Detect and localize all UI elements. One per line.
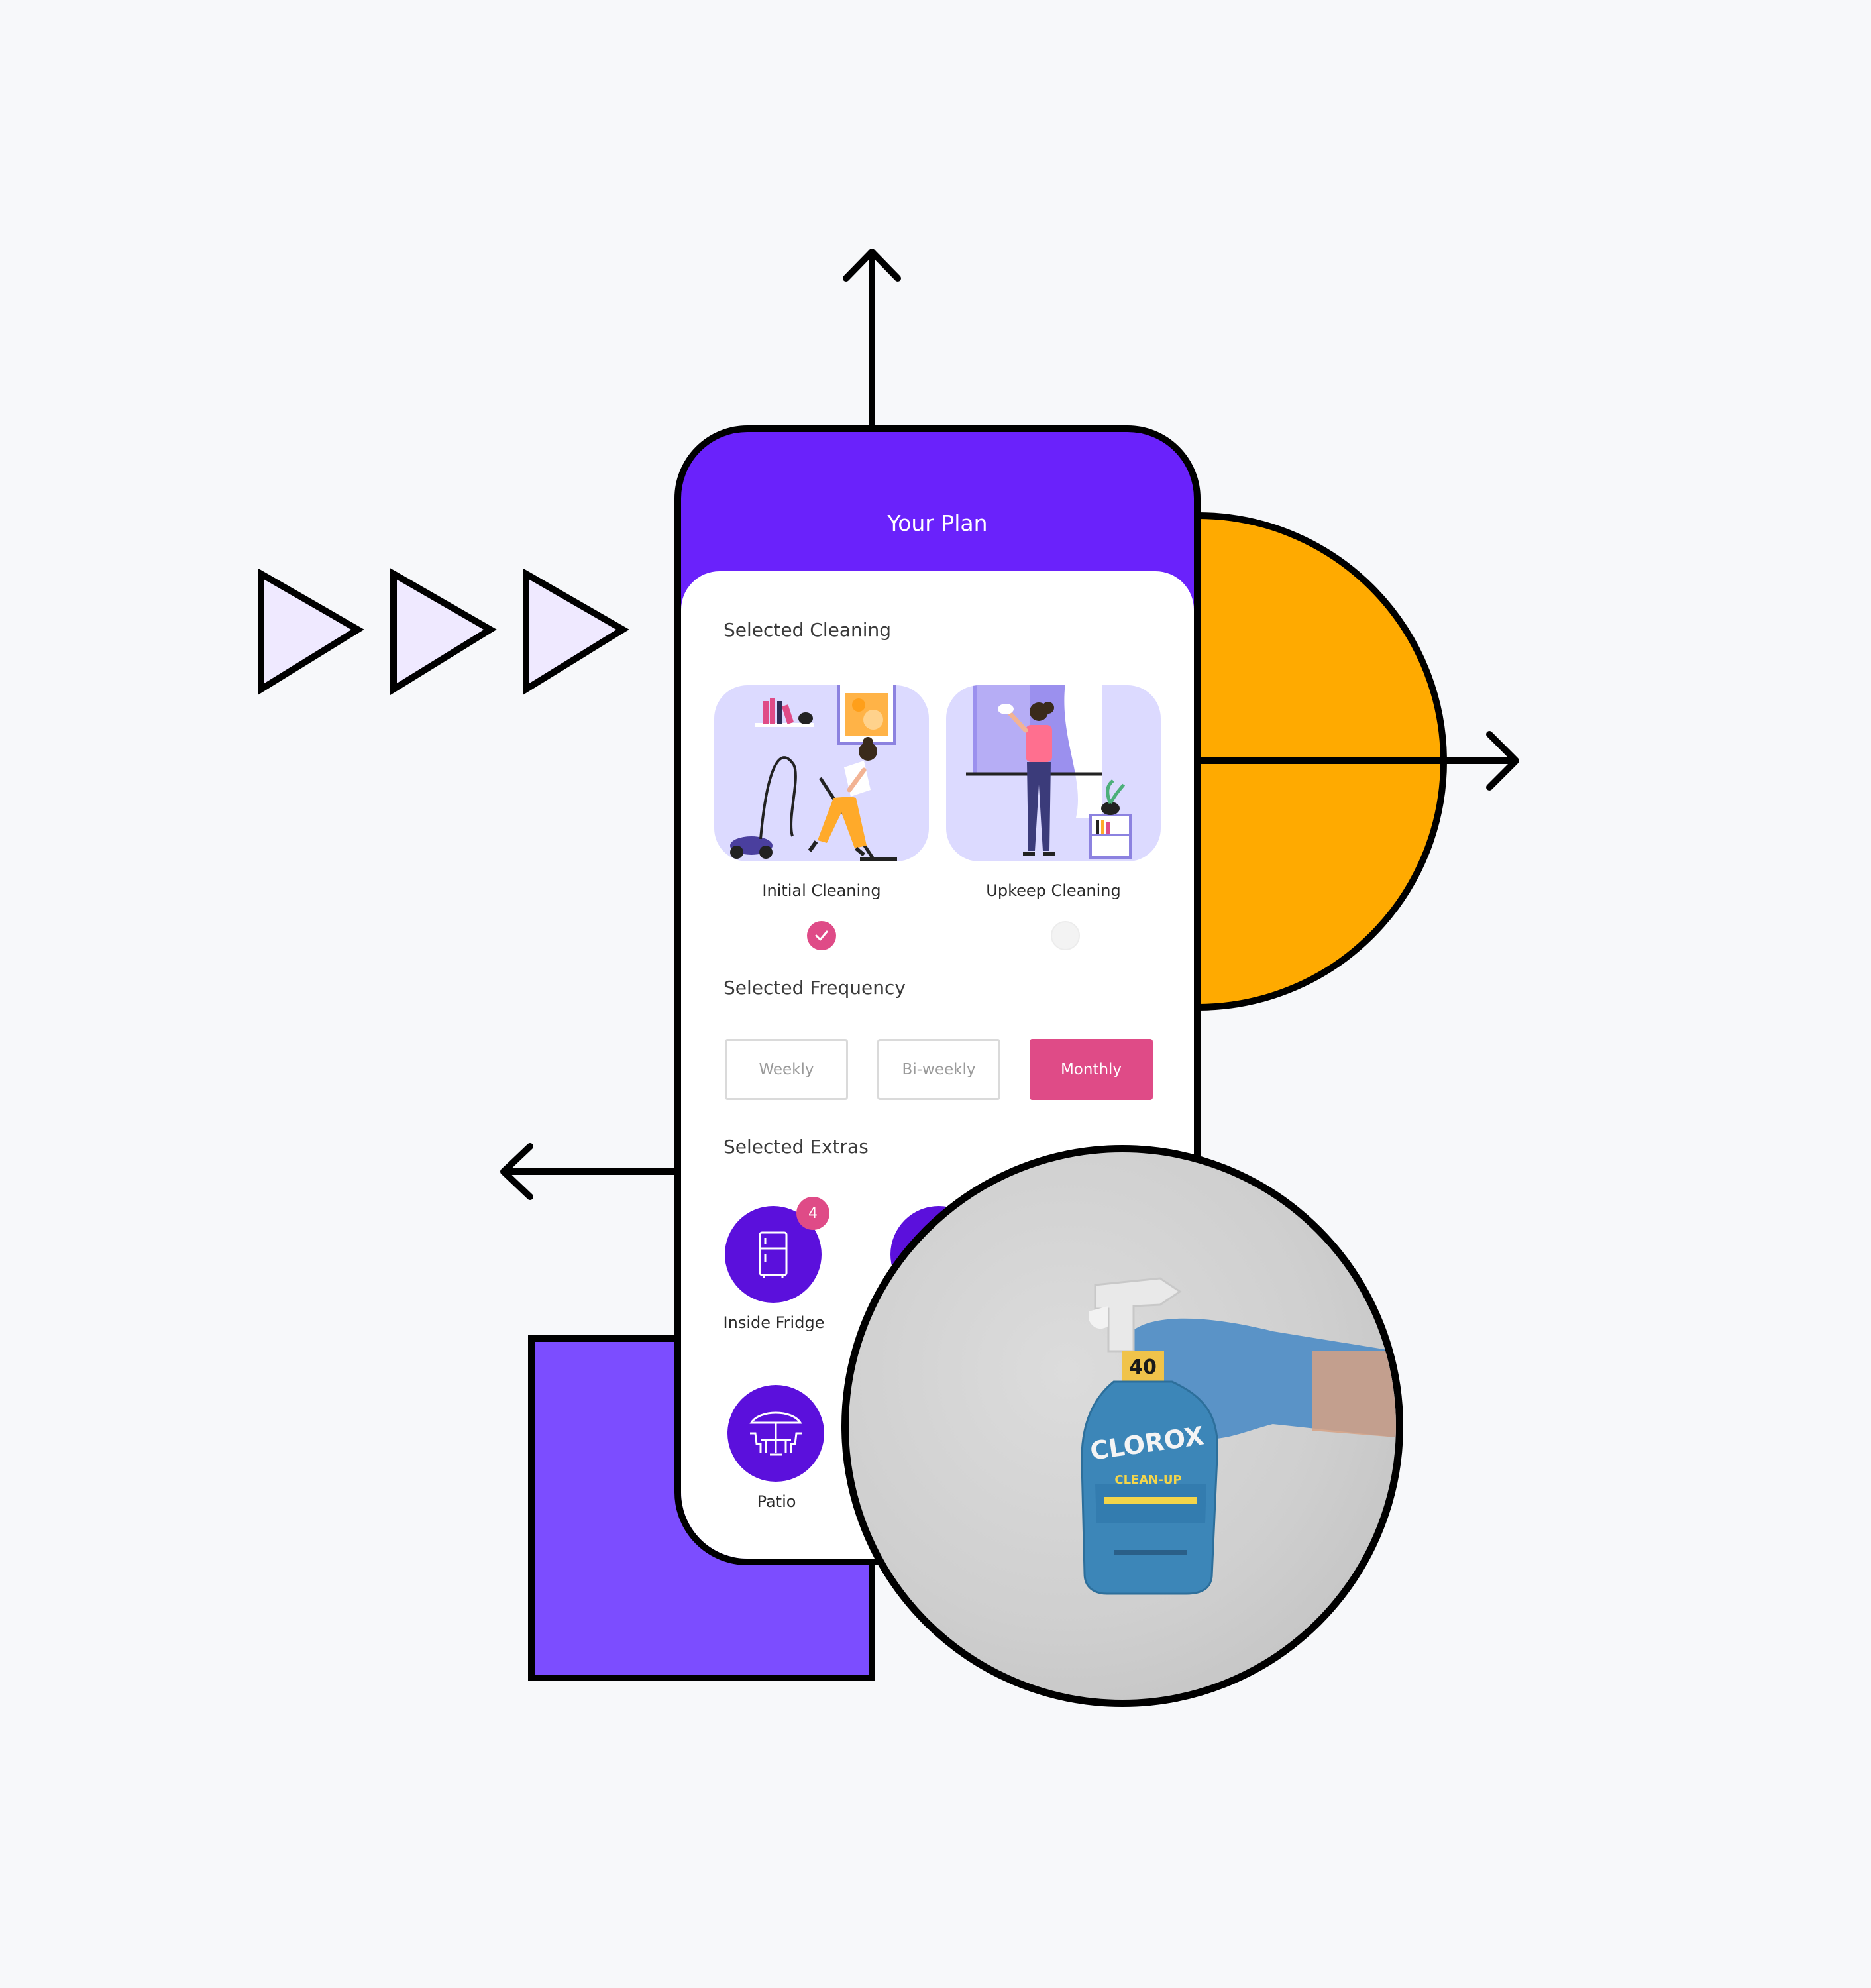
patio-icon — [749, 1411, 802, 1456]
frequency-biweekly-button[interactable]: Bi-weekly — [877, 1039, 1000, 1100]
upkeep-cleaning-card[interactable] — [946, 685, 1161, 861]
vacuum-illustration — [730, 685, 897, 861]
selected-cleaning-heading: Selected Cleaning — [723, 619, 892, 641]
patio-label: Patio — [757, 1492, 796, 1511]
extra-patio-button[interactable] — [727, 1385, 824, 1482]
fridge-icon — [759, 1231, 788, 1278]
cleaning-spray-photo: 40 CLOROX CLEAN-UP — [841, 1145, 1403, 1707]
spray-bottle-image: 40 CLOROX CLEAN-UP — [1081, 1277, 1396, 1595]
frequency-monthly-button[interactable]: Monthly — [1030, 1039, 1153, 1100]
orange-half-circle — [1195, 512, 1515, 1011]
initial-cleaning-card[interactable] — [714, 685, 929, 861]
bottle-product-text: CLEAN-UP — [1114, 1473, 1181, 1487]
triangle-play-icons — [258, 568, 629, 695]
plan-content: Selected Cleaning — [681, 571, 1194, 1559]
selected-frequency-heading: Selected Frequency — [723, 977, 906, 999]
bottle-badge-number: 40 — [1129, 1356, 1157, 1379]
window-cleaning-illustration — [966, 685, 1132, 859]
fridge-count-badge: 4 — [796, 1197, 829, 1230]
page-title: Your Plan — [887, 510, 988, 536]
initial-cleaning-label: Initial Cleaning — [762, 881, 881, 900]
upkeep-cleaning-radio[interactable] — [1051, 921, 1080, 950]
inside-fridge-label: Inside Fridge — [723, 1313, 825, 1332]
checkmark-icon — [815, 930, 828, 941]
arrow-up-icon — [843, 248, 901, 427]
upkeep-cleaning-label: Upkeep Cleaning — [986, 881, 1121, 900]
frequency-weekly-button[interactable]: Weekly — [725, 1039, 848, 1100]
arrow-right-icon — [1486, 731, 1519, 791]
selected-extras-heading: Selected Extras — [723, 1136, 869, 1158]
initial-cleaning-check[interactable] — [807, 921, 836, 950]
arrow-left-icon — [500, 1143, 677, 1200]
